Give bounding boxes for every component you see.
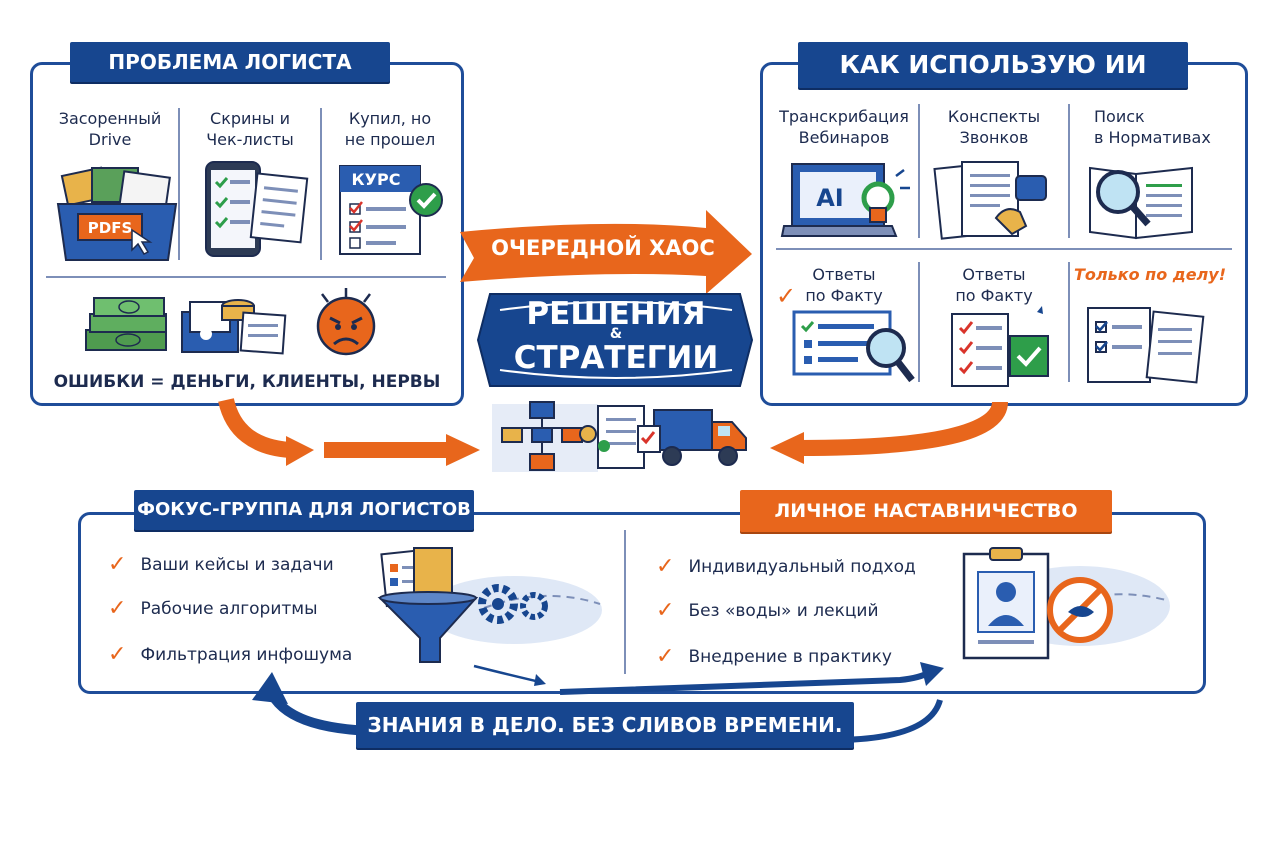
ai-cell-label: Конспекты Звонков bbox=[947, 107, 1041, 147]
problem-cell-label: Скрины и Чек-листы bbox=[206, 109, 294, 149]
divider bbox=[918, 262, 920, 382]
focus-group-item: ✓ Фильтрация инфошума bbox=[108, 644, 352, 666]
problem-caption: ОШИБКИ = ДЕНЬГИ, КЛИЕНТЫ, НЕРВЫ bbox=[53, 372, 441, 392]
ai-cell-label: Поиск в Нормативах bbox=[1094, 107, 1211, 147]
divider bbox=[178, 108, 180, 260]
mentoring-item: ✓ Внедрение в практику bbox=[656, 646, 892, 668]
focus-group-item-label: Ваши кейсы и задачи bbox=[140, 555, 334, 575]
solutions-line1: РЕШЕНИЯ bbox=[526, 296, 706, 332]
focus-group-title: ФОКУС-ГРУППА ДЛЯ ЛОГИСТОВ bbox=[134, 490, 474, 530]
focus-group-item: ✓ Ваши кейсы и задачи bbox=[108, 554, 334, 576]
solutions-amp: & bbox=[609, 326, 623, 342]
problem-cell-label: Купил, но не прошел bbox=[344, 109, 436, 149]
checklist-icon bbox=[951, 306, 1049, 387]
funnel-gears-icon bbox=[377, 547, 602, 686]
ai-cell-label-highlight: Только по делу! bbox=[1074, 265, 1226, 284]
focus-group-item-label: Фильтрация инфошума bbox=[140, 645, 353, 665]
divider bbox=[1068, 262, 1070, 382]
chaos-arrow-label: ОЧЕРЕДНОЙ ХАОС bbox=[491, 236, 715, 260]
files-coins-icon bbox=[181, 299, 287, 355]
mentoring-title: ЛИЧНОЕ НАСТАВНИЧЕСТВО bbox=[740, 490, 1112, 532]
divider bbox=[918, 104, 920, 238]
ai-cell-label: Ответы по Факту bbox=[955, 265, 1033, 305]
divider bbox=[320, 108, 322, 260]
money-stack-icon bbox=[85, 297, 167, 351]
profile-no-water-icon bbox=[962, 547, 1170, 660]
truck-icon bbox=[637, 409, 747, 466]
divider bbox=[776, 248, 1232, 250]
focus-group-item-label: Рабочие алгоритмы bbox=[140, 599, 318, 619]
ai-usage-title: КАК ИСПОЛЬЗУЮ ИИ bbox=[798, 42, 1188, 88]
problem-cell-label: Засоренный Drive bbox=[58, 109, 162, 149]
divider bbox=[1068, 104, 1070, 238]
mentoring-item: ✓ Индивидуальный подход bbox=[656, 556, 916, 578]
check-icon: ✓ bbox=[656, 644, 675, 669]
pdf-badge: PDFS bbox=[88, 219, 133, 237]
angry-face-icon bbox=[316, 288, 376, 356]
laptop-ai-icon: AI bbox=[780, 163, 910, 237]
mentoring-item: ✓ Без «воды» и лекций bbox=[656, 600, 879, 622]
course-book-icon: КУРС bbox=[339, 165, 443, 255]
book-magnifier-icon bbox=[1089, 166, 1193, 240]
mentoring-item-label: Без «воды» и лекций bbox=[688, 601, 879, 621]
document-magnifier-icon bbox=[792, 310, 915, 383]
mentoring-item-label: Внедрение в практику bbox=[688, 647, 892, 667]
chaos-arrow bbox=[460, 210, 752, 294]
phone-checklist-icon bbox=[205, 161, 309, 257]
check-icon: ✓ bbox=[776, 282, 797, 310]
ai-cell-label: Ответы по Факту bbox=[805, 265, 883, 305]
check-icon: ✓ bbox=[108, 596, 127, 621]
problem-title: ПРОБЛЕМА ЛОГИСТА bbox=[70, 42, 390, 82]
solutions-banner bbox=[476, 293, 754, 387]
divider bbox=[624, 530, 626, 674]
flowchart-icon bbox=[492, 401, 598, 472]
check-icon: ✓ bbox=[656, 554, 675, 579]
check-icon: ✓ bbox=[656, 598, 675, 623]
check-icon: ✓ bbox=[108, 642, 127, 667]
check-icon: ✓ bbox=[108, 552, 127, 577]
course-badge: КУРС bbox=[352, 170, 401, 189]
focus-group-item: ✓ Рабочие алгоритмы bbox=[108, 598, 318, 620]
ai-badge: AI bbox=[816, 184, 844, 212]
divider bbox=[46, 276, 446, 278]
folder-pdf-icon: PDFS bbox=[56, 166, 178, 261]
clipboard-list-icon bbox=[1087, 307, 1205, 384]
ai-cell-label: Транскрибация Вебинаров bbox=[779, 107, 909, 147]
footer-banner: ЗНАНИЯ В ДЕЛО. БЕЗ СЛИВОВ ВРЕМЕНИ. bbox=[356, 702, 854, 748]
mentoring-item-label: Индивидуальный подход bbox=[688, 557, 916, 577]
solutions-line2: СТРАТЕГИИ bbox=[513, 340, 719, 376]
notes-phone-icon bbox=[933, 161, 1047, 240]
